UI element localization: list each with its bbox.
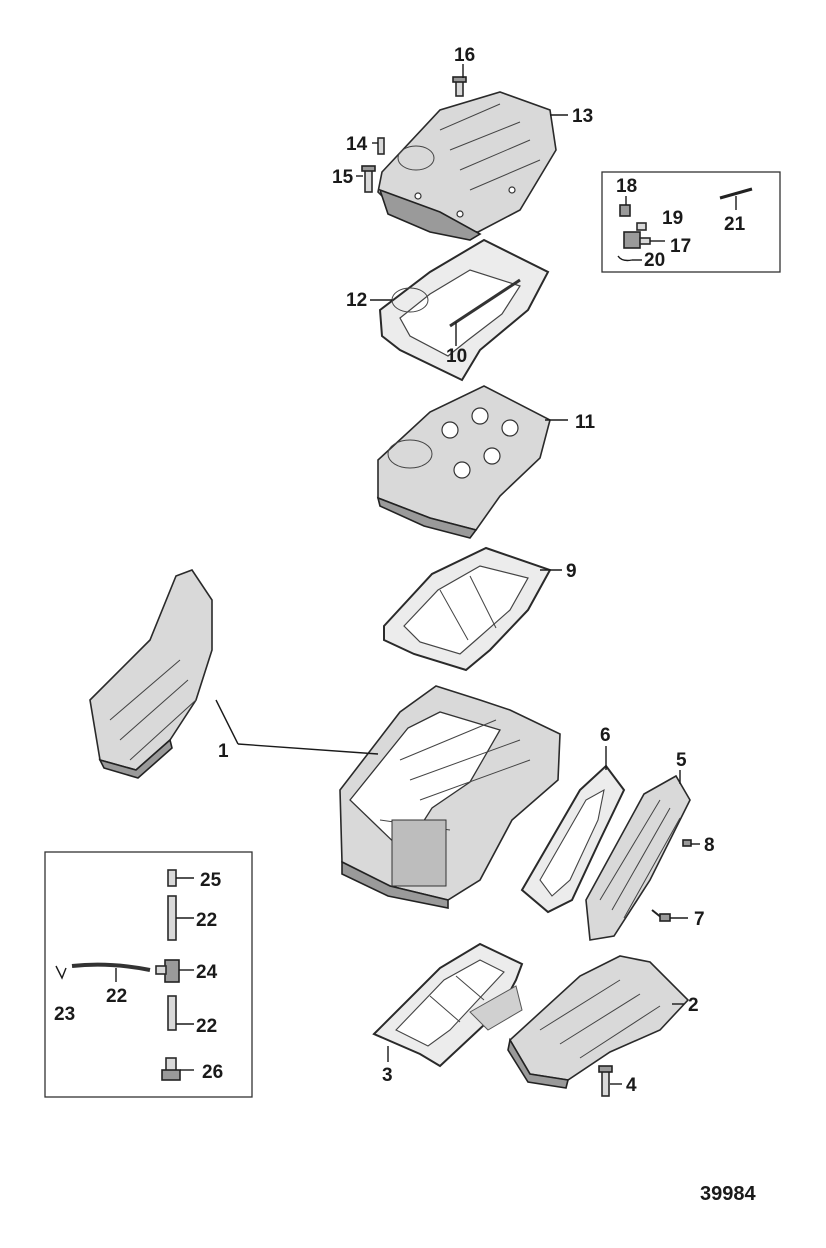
callout-18: 18: [616, 176, 637, 197]
part-20-hose: [617, 255, 633, 262]
part-26-elbow: [161, 1057, 181, 1081]
callout-13: 13: [572, 106, 593, 127]
callout-6: 6: [600, 725, 611, 746]
callout-19: 19: [662, 208, 683, 229]
callout-17: 17: [670, 236, 691, 257]
part-4-bolt: [598, 1065, 613, 1097]
part-16-bolt: [452, 76, 467, 97]
callout-24: 24: [196, 962, 218, 983]
part-18-cap: [619, 204, 631, 217]
part-6-gasket: [520, 764, 626, 914]
callout-12: 12: [346, 290, 367, 311]
part-5-cover-plate: [585, 774, 691, 941]
inset-box-top: [601, 171, 781, 273]
part-22-hose-vertical-bottom: [167, 995, 177, 1031]
callout-22-top: 22: [196, 910, 217, 931]
callout-15: 15: [332, 167, 354, 188]
part-25-fitting: [167, 869, 177, 887]
callout-14: 14: [346, 134, 368, 155]
part-15-screw: [361, 165, 376, 193]
part-9-head-gasket: [383, 546, 552, 672]
part-22-hose-horizontal: [71, 962, 151, 972]
part-8-plug: [682, 839, 692, 847]
callout-4: 4: [626, 1075, 637, 1096]
part-2-intake-manifold: [507, 955, 690, 1089]
figure-number: 39984: [700, 1183, 756, 1205]
callout-23: 23: [54, 1004, 75, 1025]
inset-box-bottom: [44, 851, 253, 1098]
callout-22-middle: 22: [106, 986, 127, 1007]
part-3-manifold-gasket: [372, 942, 524, 1068]
leader-1a: [215, 699, 239, 745]
part-22-hose-vertical-top: [167, 895, 177, 941]
callout-7: 7: [694, 909, 705, 930]
callout-21: 21: [724, 214, 746, 235]
part-1-crankcase-cover: [89, 569, 213, 779]
callout-25: 25: [200, 870, 222, 891]
callout-3: 3: [382, 1065, 393, 1086]
part-17-valve: [623, 231, 651, 249]
part-14-pin: [377, 137, 385, 155]
part-7-sensor: [651, 909, 671, 922]
callout-10: 10: [446, 346, 467, 367]
callout-22-bottom: 22: [196, 1016, 217, 1037]
callout-1: 1: [218, 741, 229, 762]
callout-11: 11: [575, 412, 596, 433]
callout-9: 9: [566, 561, 577, 582]
callout-8: 8: [704, 835, 715, 856]
part-23-clip: [55, 965, 67, 980]
part-21-dipstick: [719, 187, 753, 200]
callout-5: 5: [676, 750, 687, 771]
part-12-gasket: [378, 238, 550, 382]
callout-2: 2: [688, 995, 699, 1016]
part-1-cylinder-block: [339, 685, 561, 909]
callout-16: 16: [454, 45, 475, 66]
part-19-fitting: [636, 222, 647, 231]
callout-20: 20: [644, 250, 665, 271]
part-24-tee: [155, 959, 180, 983]
part-13-cylinder-head-cover: [377, 91, 557, 241]
part-11-cylinder-head: [376, 385, 551, 539]
callout-26: 26: [202, 1062, 223, 1083]
leader-1b: [237, 743, 379, 755]
